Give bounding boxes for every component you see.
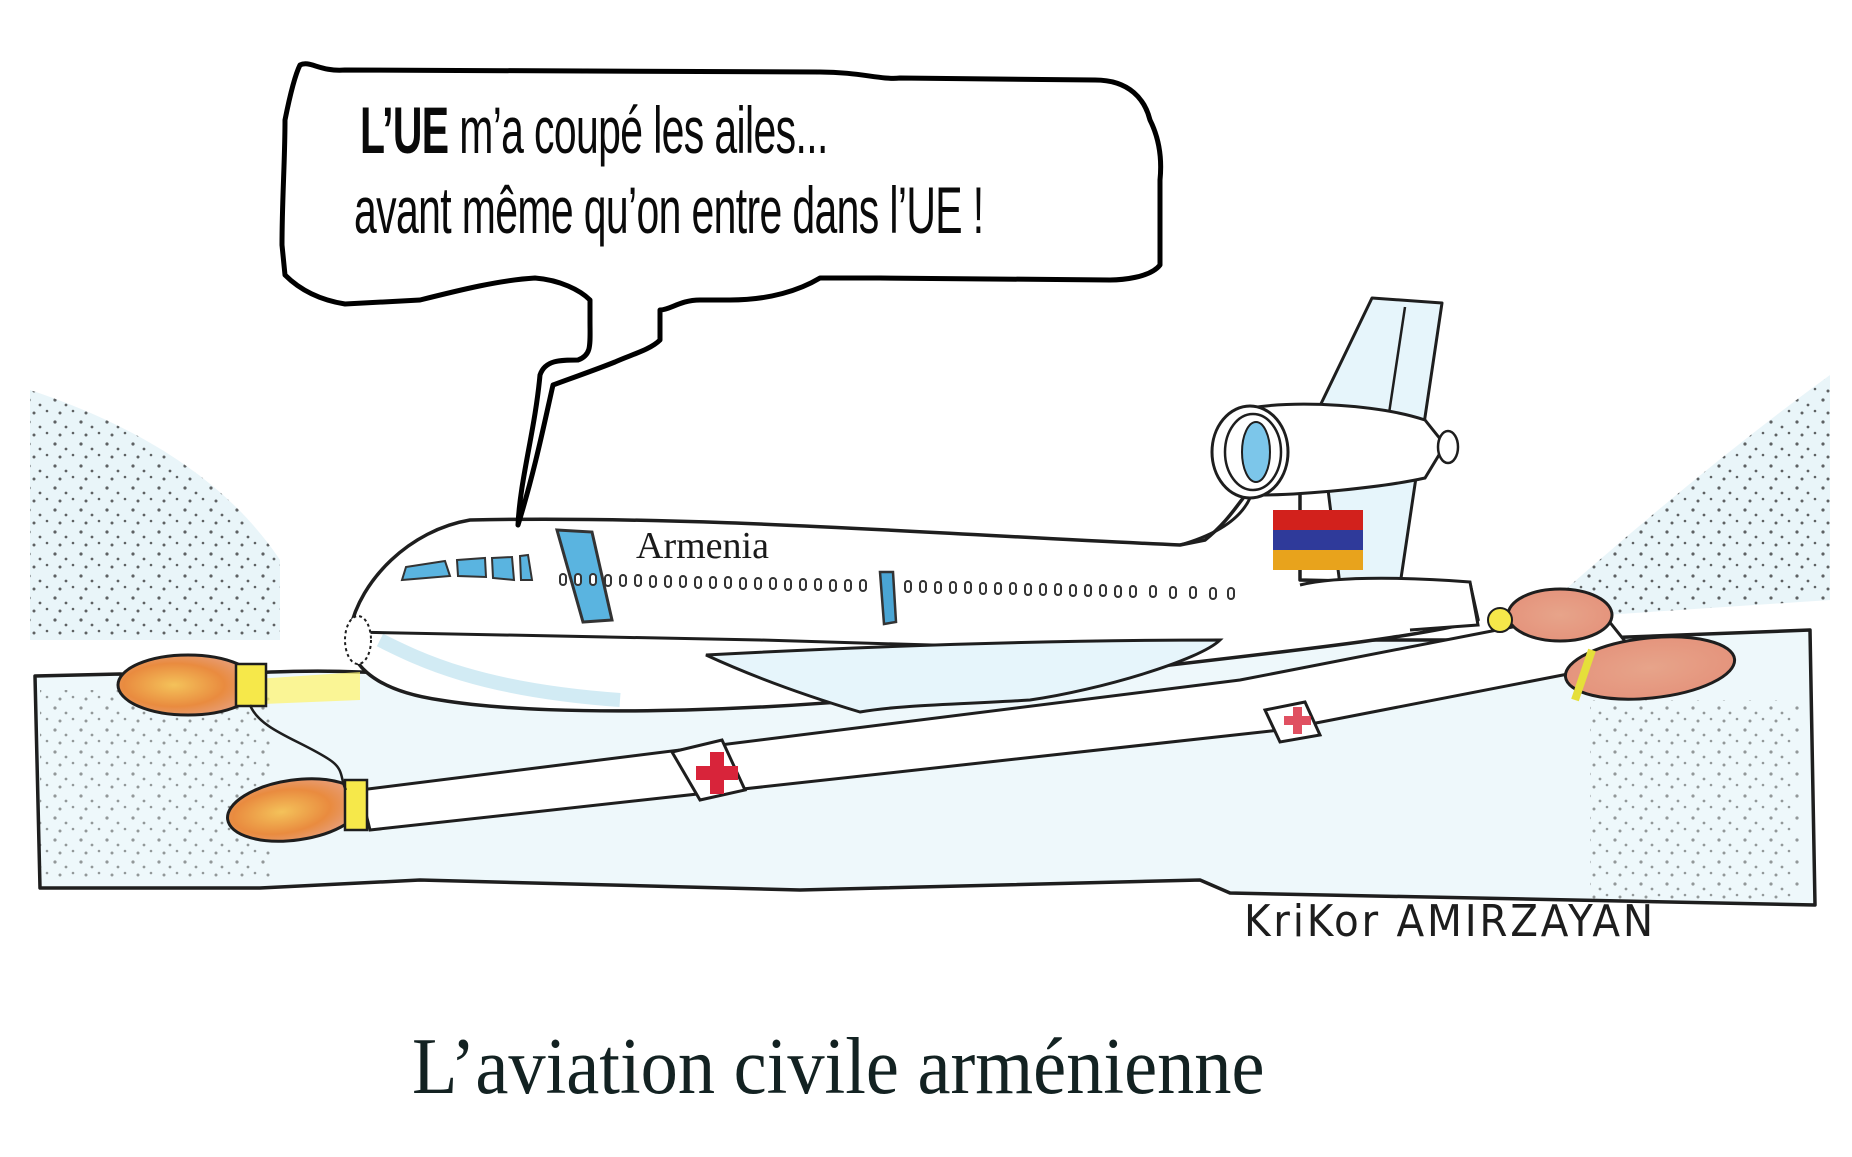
front-door	[554, 528, 614, 624]
mid-door	[878, 570, 898, 626]
speech-bubble-line-1: L’UE m’a coupé les ailes...	[360, 92, 828, 168]
artist-signature: KriKor AMIRZAYAN	[1244, 896, 1656, 947]
speech-bubble-line-2: avant même qu’on entre dans l’UE !	[354, 173, 984, 247]
speech-bubble	[279, 61, 1164, 528]
right-wing-stores	[1487, 587, 1737, 702]
left-wing-stores	[116, 608, 1643, 843]
airline-livery-text: Armenia	[636, 525, 769, 567]
armenian-flag	[1273, 510, 1363, 570]
red-cross-band-left	[669, 738, 748, 802]
fuselage	[344, 468, 1480, 714]
cockpit-windows	[400, 553, 534, 582]
red-cross-band-right	[1262, 700, 1323, 744]
passenger-windows	[559, 573, 1235, 600]
cartoon-caption: L’aviation civile arménienne	[412, 1023, 1265, 1111]
stipple-right	[1530, 375, 1830, 620]
speech-bubble-line-1-bold: L’UE	[360, 93, 449, 167]
tail-engine	[1179, 402, 1460, 547]
stipple-left	[30, 390, 280, 640]
speech-bubble-line-1-rest: m’a coupé les ailes...	[448, 93, 828, 167]
